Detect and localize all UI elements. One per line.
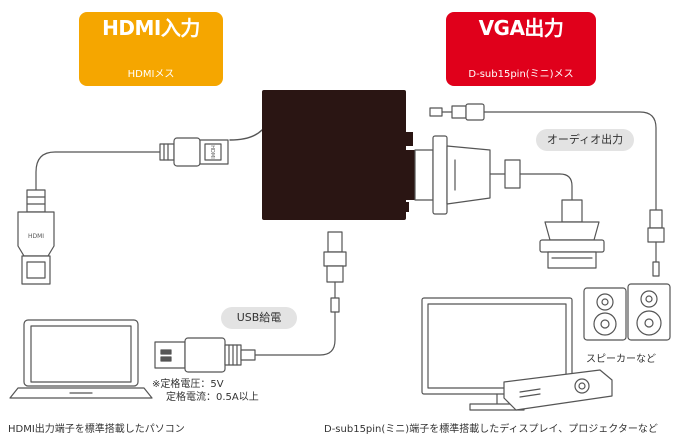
- usb-power-label: USB給電: [221, 307, 297, 329]
- vga-output-badge: VGA出力 D-sub15pin(ミニ)メス: [446, 12, 596, 86]
- display-caption: D-sub15pin(ミニ)端子を標準搭載したディスプレイ、プロジェクターなど: [324, 424, 658, 435]
- hdmi-input-title: HDMI入力: [102, 16, 200, 40]
- hdmi-input-subtitle: HDMIメス: [127, 69, 175, 80]
- laptop-icon: [9, 319, 153, 399]
- usb-cable: [154, 231, 347, 373]
- audio-output-label: オーディオ出力: [536, 129, 634, 151]
- hdmi-plug-mark-left: HDMI: [28, 233, 44, 240]
- hdmi-plug-left-icon: [17, 189, 55, 285]
- speakers-icon: [583, 283, 671, 341]
- monitor-icon: [421, 297, 573, 411]
- vga-cable: [414, 135, 605, 269]
- vga-output-subtitle: D-sub15pin(ミニ)メス: [468, 69, 574, 80]
- hdmi-plug-mark: HDMI: [209, 145, 215, 158]
- power-note-line1: ※定格電圧：5V: [152, 379, 224, 390]
- hdmi-input-badge: HDMI入力 HDMIメス: [79, 12, 223, 86]
- pc-caption: HDMI出力端子を標準搭載したパソコン: [8, 424, 185, 435]
- usb-a-plug-icon: [154, 337, 256, 373]
- power-note-line2: 定格電流：0.5A以上: [166, 392, 259, 403]
- converter-box: [262, 90, 415, 220]
- vga-output-title: VGA出力: [478, 16, 564, 40]
- hdmi-cable: [17, 129, 263, 285]
- projector-icon: [503, 369, 613, 411]
- audio-cable: [429, 103, 665, 277]
- speaker-label: スピーカーなど: [586, 354, 656, 365]
- hdmi-plug-right-icon: [159, 137, 229, 167]
